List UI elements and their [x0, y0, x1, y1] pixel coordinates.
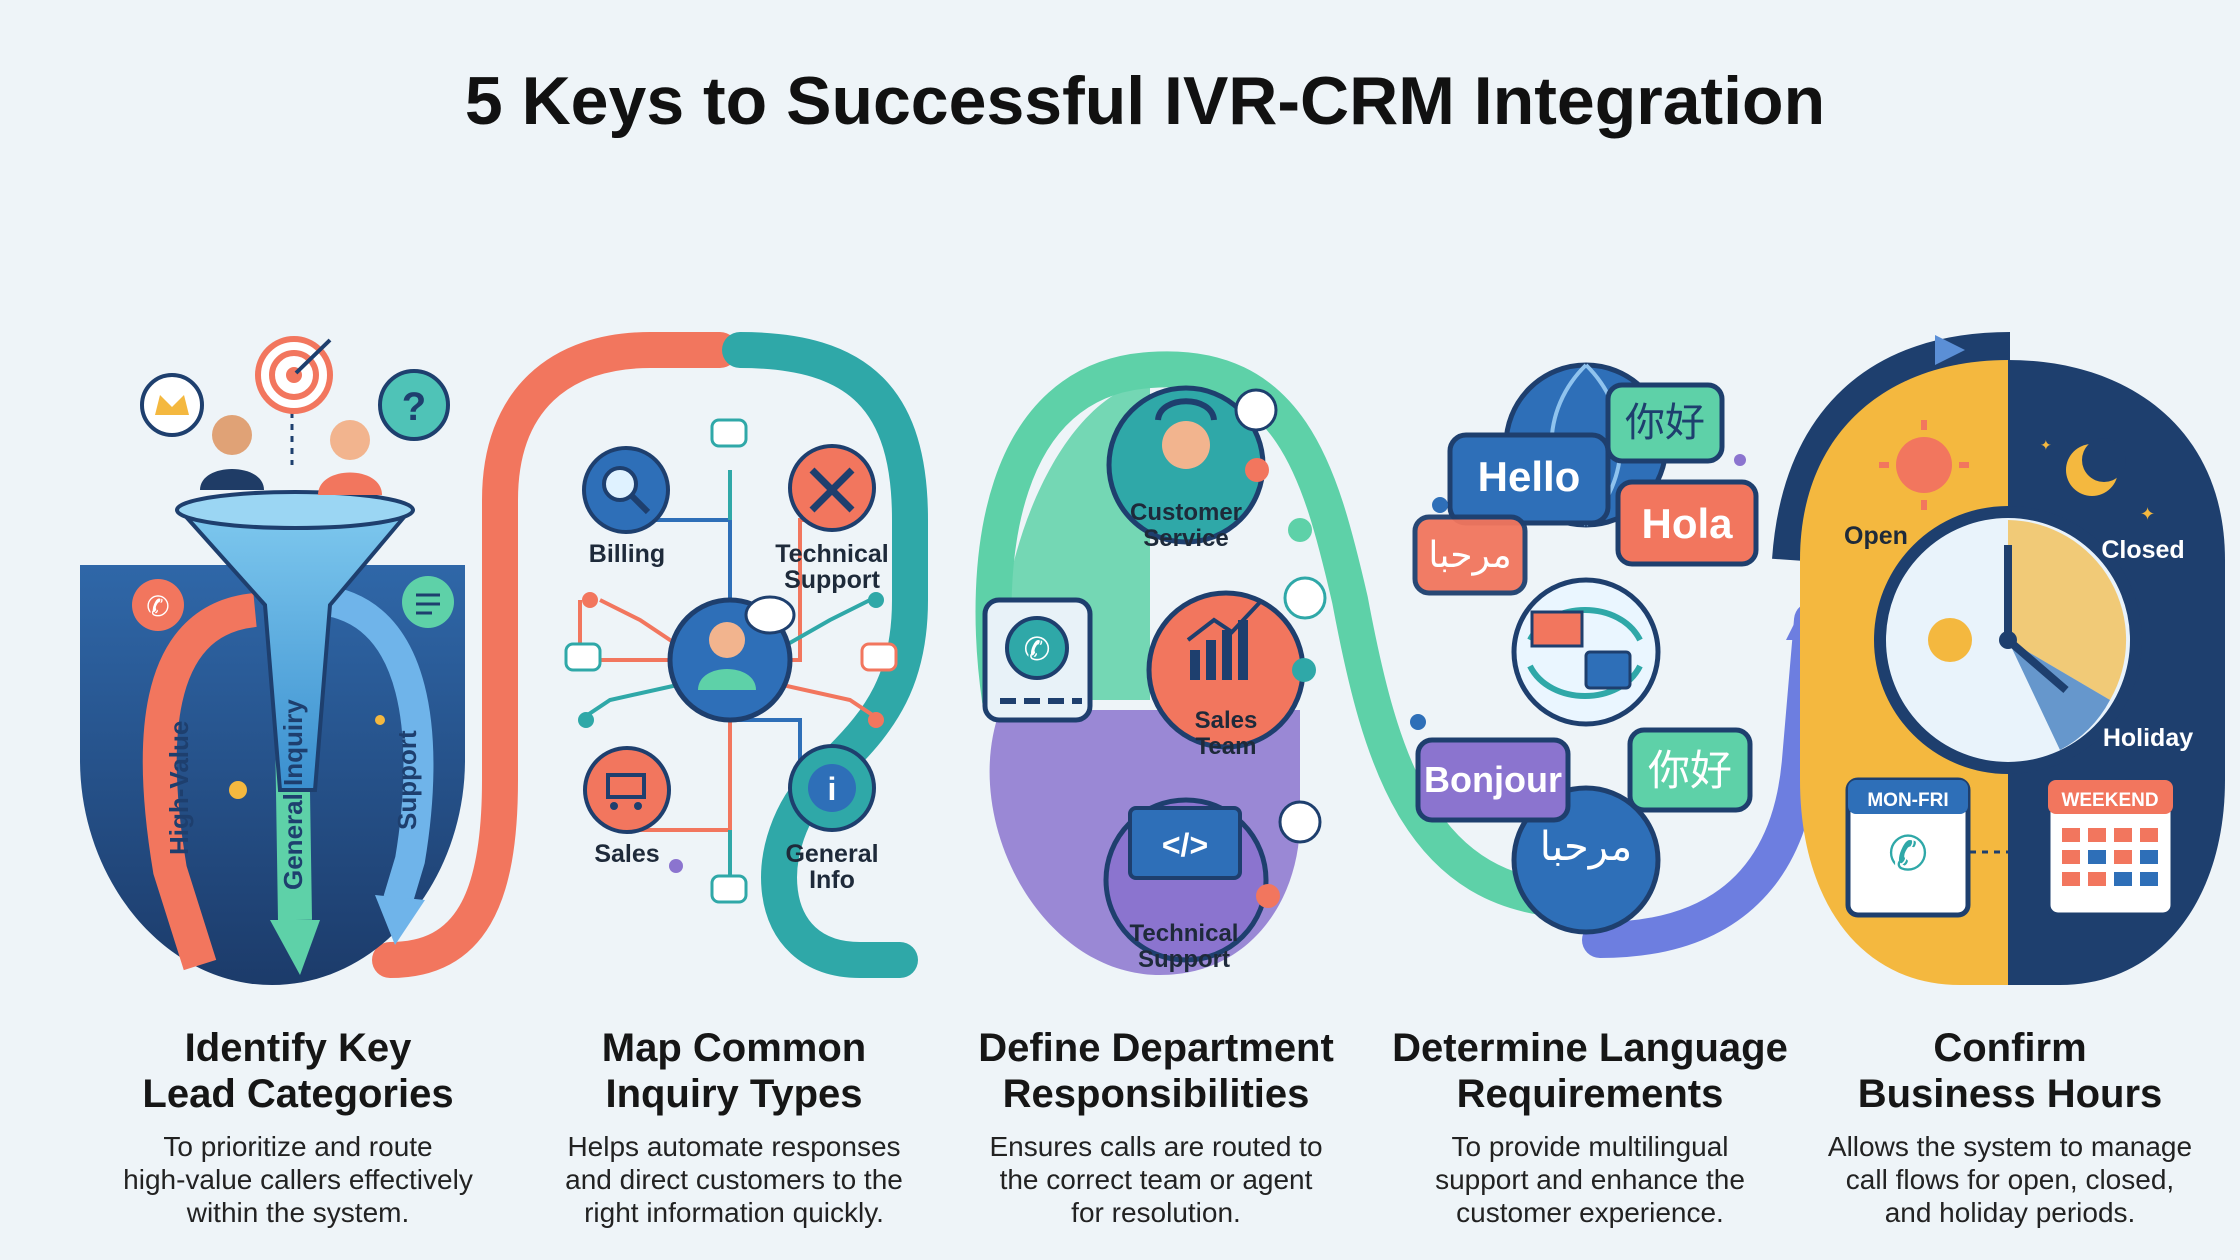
step-5-desc-line3: and holiday periods.	[1884, 1197, 2136, 1228]
step-1-desc-line2: high-value callers effectively	[123, 1164, 473, 1195]
step-2-heading-line2: Inquiry Types	[605, 1072, 863, 1116]
bubble-bonjour: Bonjour	[1424, 759, 1562, 800]
svg-text:✆: ✆	[1024, 631, 1051, 667]
step-3-heading-line1: Define Department	[978, 1026, 1334, 1070]
svg-text:</>: </>	[1162, 827, 1208, 863]
label-support: Support	[392, 730, 422, 830]
step-1-heading-line2: Lead Categories	[142, 1072, 454, 1116]
bubble-nihao-top: 你好	[1625, 400, 1705, 446]
step-1-desc-line3: within the system.	[186, 1197, 410, 1228]
label-general-info-line2: Info	[809, 866, 855, 894]
label-technical-support-line2: Support	[784, 566, 880, 594]
teal-arc	[722, 332, 928, 978]
svg-text:?: ?	[402, 385, 426, 429]
svg-text:✆: ✆	[1888, 828, 1928, 881]
svg-text:✦: ✦	[2040, 437, 2052, 453]
label-high-value: High-Value	[164, 721, 194, 855]
step-1-heading: Identify Key Lead Categories	[88, 1025, 508, 1117]
bubble-marhaba-bottom: مرحبا	[1540, 824, 1632, 870]
step-4-heading: Determine Language Requirements	[1380, 1025, 1800, 1117]
coral-arc	[372, 332, 738, 978]
label-weekend: WEEKEND	[2061, 790, 2158, 811]
label-customer-service-line2: Service	[1143, 525, 1228, 552]
step-2-description: Helps automate responses and direct cust…	[524, 1130, 944, 1229]
step-2-heading: Map Common Inquiry Types	[524, 1025, 944, 1117]
panel-inquiry-types: i Billing Technical Support Sales Genera…	[564, 418, 898, 904]
label-general-info-line1: General	[785, 840, 878, 868]
panel-languages: Hello 你好 Hola مرحبا Bonjour 你好 مرحبا	[1410, 362, 1759, 935]
label-billing: Billing	[589, 540, 665, 568]
step-2-desc-line3: right information quickly.	[584, 1197, 884, 1228]
bubble-nihao-bottom: 你好	[1648, 746, 1732, 795]
step-2-desc-line2: and direct customers to the	[565, 1164, 903, 1195]
label-customer-service-line1: Customer	[1130, 499, 1242, 526]
label-open: Open	[1844, 522, 1908, 550]
label-dept-technical-line2: Support	[1138, 946, 1230, 973]
step-5-heading-line1: Confirm	[1933, 1026, 2087, 1070]
panel-business-hours: ✦ ✦ ✆ Open Closed Holiday MON-FRI WEEKEN…	[1800, 360, 2225, 985]
label-sales: Sales	[594, 840, 659, 868]
navy-arc-arrow	[1935, 335, 1965, 365]
label-dept-technical-line1: Technical	[1130, 920, 1239, 947]
step-1-description: To prioritize and route high-value calle…	[88, 1130, 508, 1229]
page-title: 5 Keys to Successful IVR-CRM Integration	[464, 63, 1826, 139]
step-5-heading: Confirm Business Hours	[1800, 1025, 2220, 1117]
label-holiday: Holiday	[2103, 724, 2193, 752]
blue-arc	[1582, 602, 1830, 958]
step-3-desc-line2: the correct team or agent	[999, 1164, 1313, 1195]
step-4-desc-line1: To provide multilingual	[1451, 1131, 1729, 1162]
step-1-heading-line1: Identify Key	[184, 1026, 412, 1070]
label-sales-team-line1: Sales	[1195, 707, 1258, 734]
step-2-heading-line1: Map Common	[601, 1026, 867, 1070]
panel-departments: ✆ </> Customer Service Sales Team Techni…	[982, 380, 1327, 975]
svg-text:i: i	[828, 771, 837, 807]
label-sales-team-line2: Team	[1196, 733, 1257, 760]
step-4-description: To provide multilingual support and enha…	[1380, 1130, 1800, 1229]
svg-text:✦: ✦	[2140, 504, 2155, 524]
step-4-heading-line2: Requirements	[1456, 1072, 1724, 1116]
step-5-description: Allows the system to manage call flows f…	[1800, 1130, 2220, 1229]
bubble-hello: Hello	[1478, 453, 1581, 500]
bubble-hola: Hola	[1641, 500, 1733, 547]
step-3-heading: Define Department Responsibilities	[946, 1025, 1366, 1117]
navy-top-arc	[1772, 332, 2011, 562]
label-mon-fri: MON-FRI	[1867, 790, 1948, 811]
connector-arcs	[372, 332, 2011, 978]
svg-text:✆: ✆	[146, 591, 169, 622]
step-2-desc-line1: Helps automate responses	[567, 1131, 901, 1162]
step-3-heading-line2: Responsibilities	[1002, 1072, 1310, 1116]
step-5-desc-line1: Allows the system to manage	[1827, 1131, 2193, 1162]
step-3-desc-line3: for resolution.	[1071, 1197, 1241, 1228]
step-4-heading-line1: Determine Language	[1392, 1026, 1788, 1070]
step-5-desc-line2: call flows for open, closed,	[1845, 1164, 2175, 1195]
mint-arc	[975, 351, 1638, 918]
label-general-inquiry: General Inquiry	[278, 699, 308, 890]
label-closed: Closed	[2101, 536, 2184, 564]
step-3-description: Ensures calls are routed to the correct …	[946, 1130, 1366, 1229]
step-4-desc-line2: support and enhance the	[1435, 1164, 1745, 1195]
step-5-heading-line2: Business Hours	[1857, 1072, 2163, 1116]
panel-lead-categories: ? ✆ High-Value General Inquiry Support	[80, 336, 465, 985]
step-3-desc-line1: Ensures calls are routed to	[989, 1131, 1323, 1162]
step-4-desc-line3: customer experience.	[1456, 1197, 1724, 1228]
step-1-desc-line1: To prioritize and route	[163, 1131, 433, 1162]
label-technical-support-line1: Technical	[775, 540, 888, 568]
bubble-marhaba-top: مرحبا	[1428, 535, 1511, 576]
